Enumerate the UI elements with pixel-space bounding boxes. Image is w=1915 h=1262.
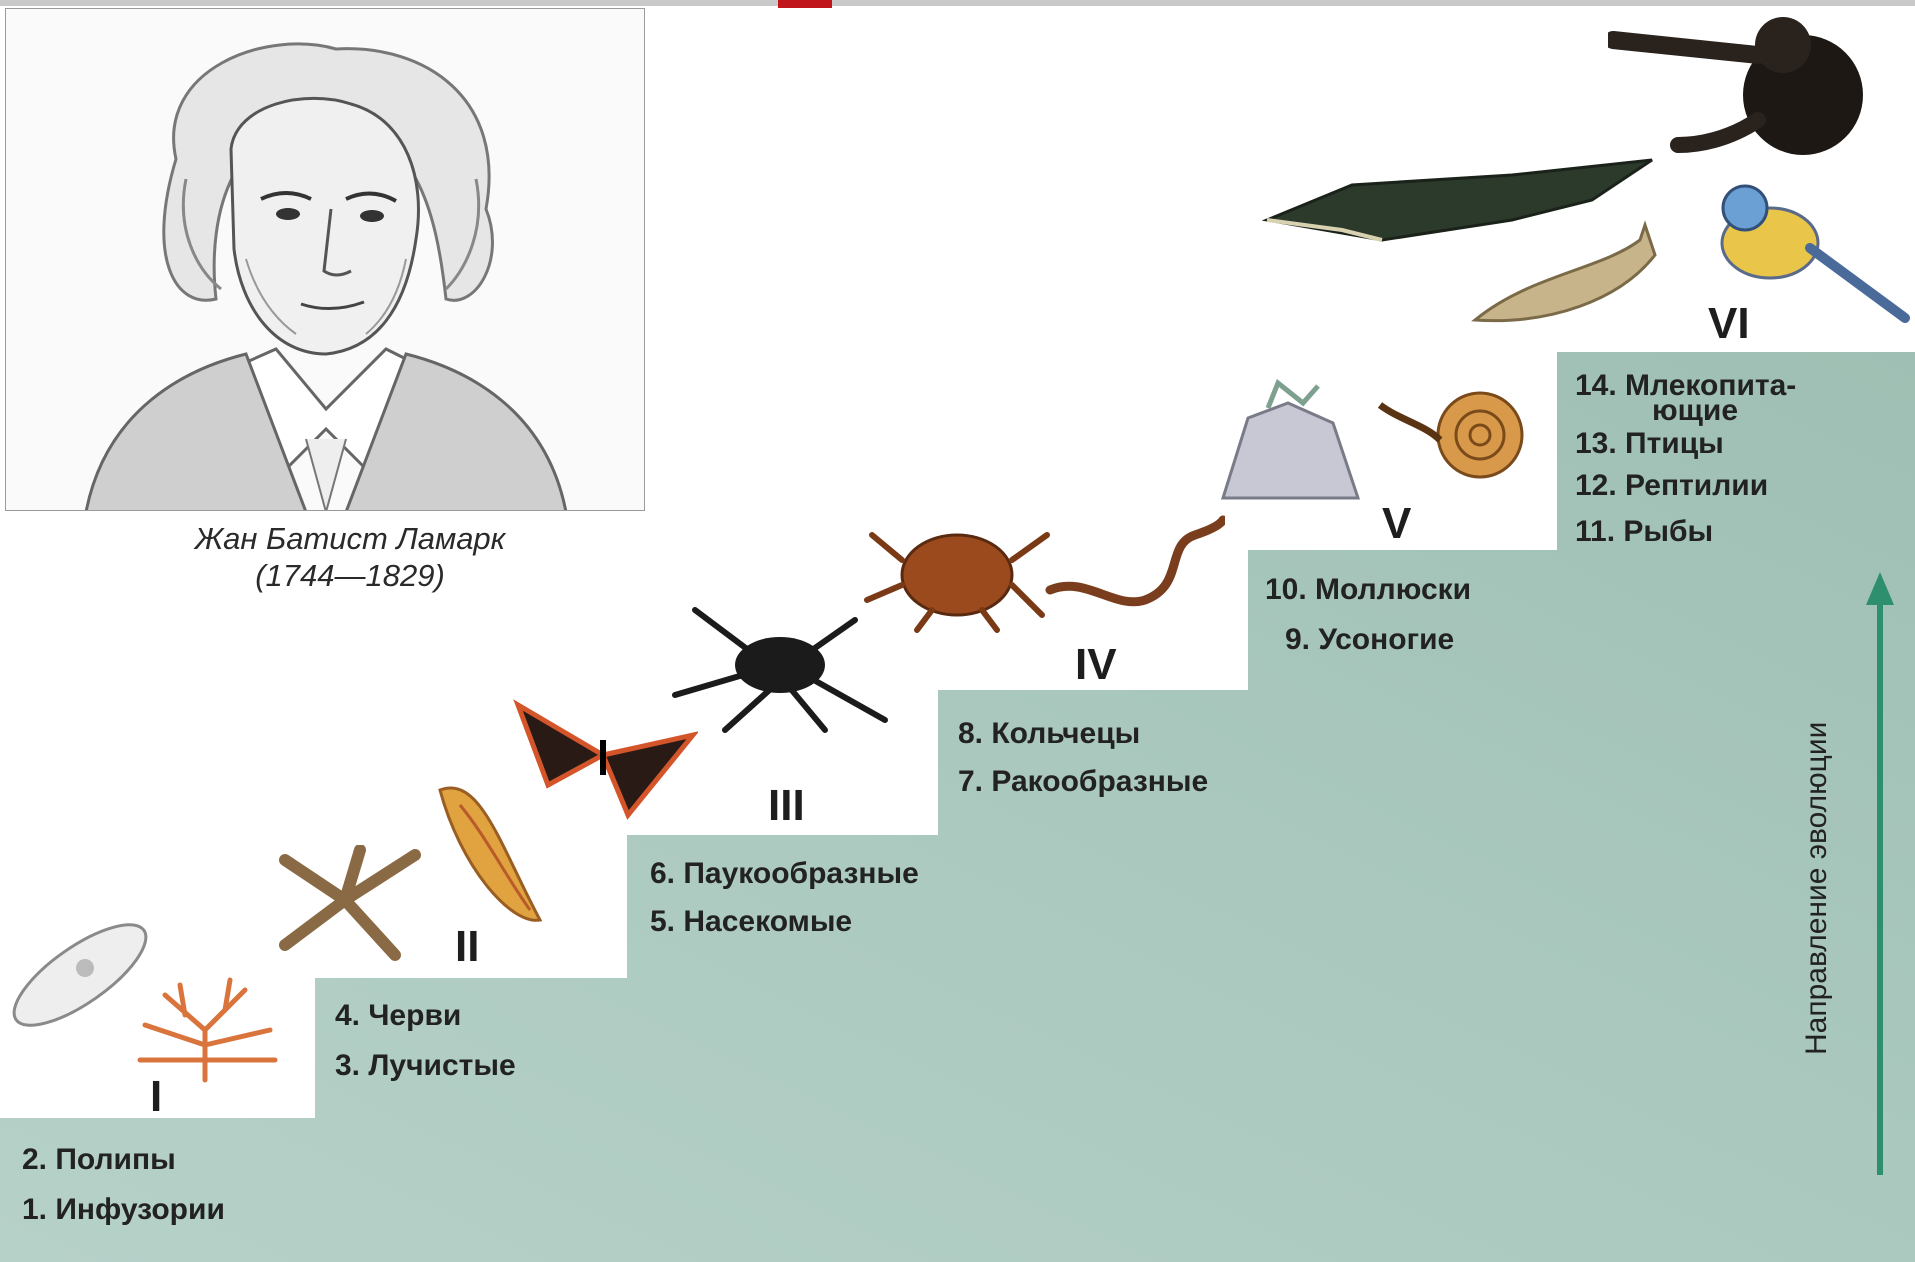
step-1-item-a: 2. Полипы	[22, 1142, 176, 1178]
polyp-coral-icon	[125, 975, 285, 1085]
axis-label: Направление эволюции	[1800, 722, 1834, 1055]
step-3-item-b: 5. Насекомые	[650, 904, 852, 940]
step-2-item-b: 3. Лучистые	[335, 1048, 516, 1084]
step-5-item-b: 9. Усоногие	[1285, 622, 1454, 658]
step-3-item-a: 6. Паукообразные	[650, 856, 919, 892]
bird-titmouse-icon	[1690, 178, 1910, 328]
step-5-item-a: 10. Моллюски	[1265, 572, 1471, 608]
step-2-item-a: 4. Черви	[335, 998, 461, 1034]
step-6-item-d: 11. Рыбы	[1575, 514, 1713, 550]
step-4-item-b: 7. Ракообразные	[958, 764, 1208, 800]
snail-icon	[1370, 365, 1540, 485]
step-4-roman: IV	[1075, 643, 1117, 687]
starfish-icon	[265, 845, 425, 965]
chimpanzee-icon	[1608, 10, 1878, 170]
step-4-item-a: 8. Кольчецы	[958, 716, 1140, 752]
step-5-roman: V	[1382, 502, 1411, 546]
crab-icon	[862, 505, 1052, 635]
step-6-item-b: 13. Птицы	[1575, 426, 1724, 462]
step-3-roman: III	[768, 784, 805, 828]
barnacle-icon	[1208, 378, 1368, 508]
step-6-item-c: 12. Рептилии	[1575, 468, 1768, 504]
ringed-worm-icon	[1045, 515, 1225, 625]
spider-icon	[665, 600, 895, 735]
step-1-item-b: 1. Инфузории	[22, 1192, 225, 1228]
step-6-item-a-cont: ющие	[1652, 396, 1738, 426]
fish-icon	[1470, 220, 1660, 335]
